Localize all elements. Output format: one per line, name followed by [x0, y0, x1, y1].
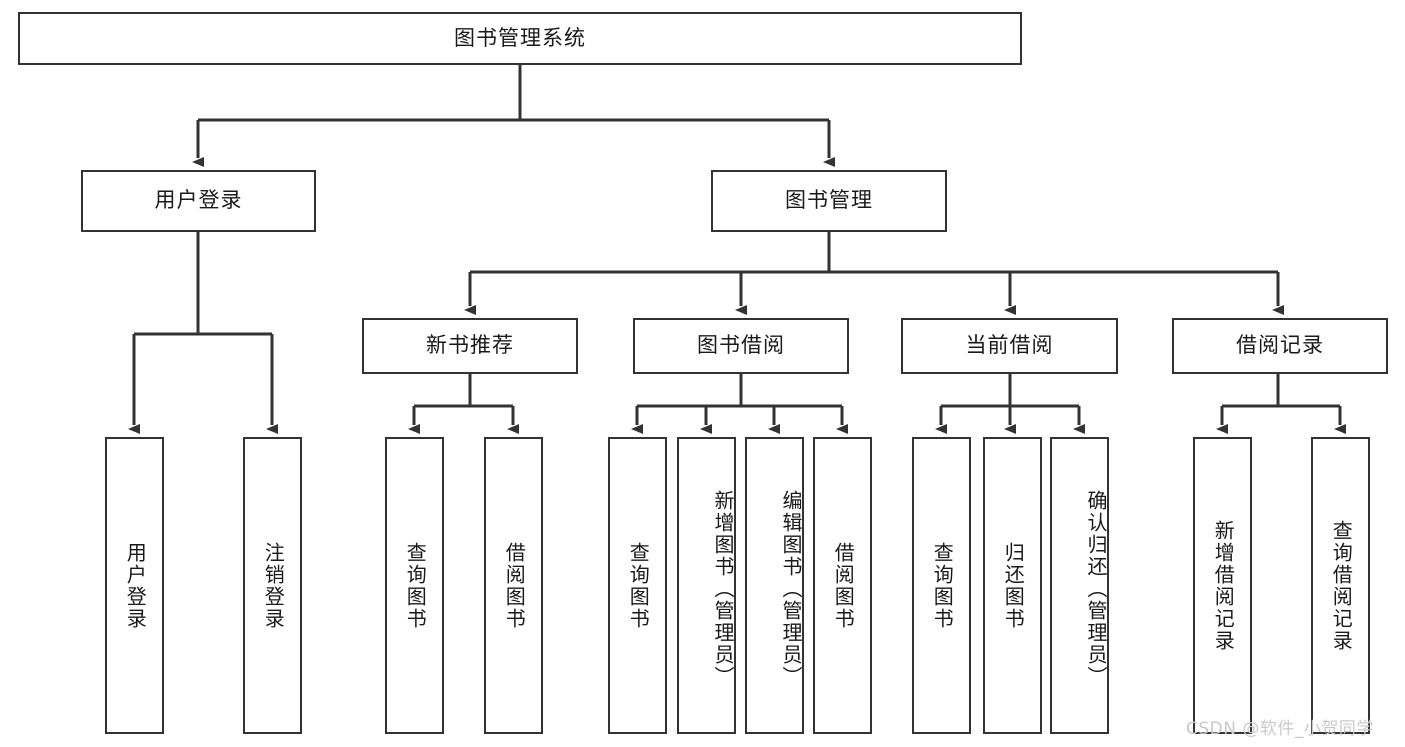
- node-label: 查询图书: [403, 541, 428, 630]
- node-root-library-system[interactable]: 图书管理系统: [18, 12, 1022, 65]
- node-new-book-recommend[interactable]: 新书推荐: [362, 318, 578, 374]
- node-label: 用户登录: [154, 188, 243, 213]
- leaf-book-borrow-borrow-book[interactable]: 借阅图书: [813, 437, 872, 734]
- leaf-borrow-record-query-record[interactable]: 查询借阅记录: [1311, 437, 1370, 734]
- node-label: 新书推荐: [426, 333, 514, 358]
- leaf-user-login-logout[interactable]: 注销登录: [243, 437, 302, 734]
- node-label: 确认归还（管理员）: [1084, 489, 1108, 688]
- leaf-borrow-record-add-record[interactable]: 新增借阅记录: [1193, 437, 1252, 734]
- leaf-book-borrow-edit-book-admin[interactable]: 编辑图书（管理员）: [745, 437, 804, 734]
- csdn-watermark: CSDN @软件_小贺同学: [1186, 719, 1374, 739]
- leaf-new-book-borrow-book[interactable]: 借阅图书: [484, 437, 543, 734]
- node-label: 查询图书: [626, 541, 651, 630]
- node-label: 借阅记录: [1236, 333, 1324, 358]
- node-label: 借阅图书: [831, 541, 856, 630]
- node-book-management[interactable]: 图书管理: [711, 170, 947, 232]
- node-label: 借阅图书: [502, 541, 527, 630]
- node-label: 用户登录: [123, 541, 148, 630]
- node-label: 查询借阅记录: [1329, 519, 1354, 652]
- node-label: 编辑图书（管理员）: [779, 489, 803, 688]
- node-label: 图书借阅: [697, 333, 785, 358]
- node-book-borrow[interactable]: 图书借阅: [633, 318, 849, 374]
- leaf-user-login-login[interactable]: 用户登录: [105, 437, 164, 734]
- node-label: 注销登录: [261, 541, 286, 630]
- node-label: 新增图书（管理员）: [711, 489, 735, 688]
- node-current-borrow[interactable]: 当前借阅: [901, 318, 1118, 374]
- node-label: 归还图书: [1001, 541, 1026, 630]
- node-borrow-record[interactable]: 借阅记录: [1172, 318, 1388, 374]
- node-label: 当前借阅: [965, 333, 1054, 358]
- node-label: 查询图书: [930, 541, 955, 630]
- node-label: 新增借阅记录: [1211, 519, 1236, 652]
- leaf-book-borrow-add-book-admin[interactable]: 新增图书（管理员）: [677, 437, 736, 734]
- leaf-current-borrow-confirm-return-admin[interactable]: 确认归还（管理员）: [1050, 437, 1109, 734]
- node-label: 图书管理: [785, 188, 873, 213]
- leaf-current-borrow-query-book[interactable]: 查询图书: [912, 437, 971, 734]
- leaf-book-borrow-query-book[interactable]: 查询图书: [608, 437, 667, 734]
- node-label: 图书管理系统: [454, 25, 586, 50]
- leaf-new-book-query-book[interactable]: 查询图书: [385, 437, 444, 734]
- node-user-login[interactable]: 用户登录: [81, 170, 316, 232]
- leaf-current-borrow-return-book[interactable]: 归还图书: [983, 437, 1042, 734]
